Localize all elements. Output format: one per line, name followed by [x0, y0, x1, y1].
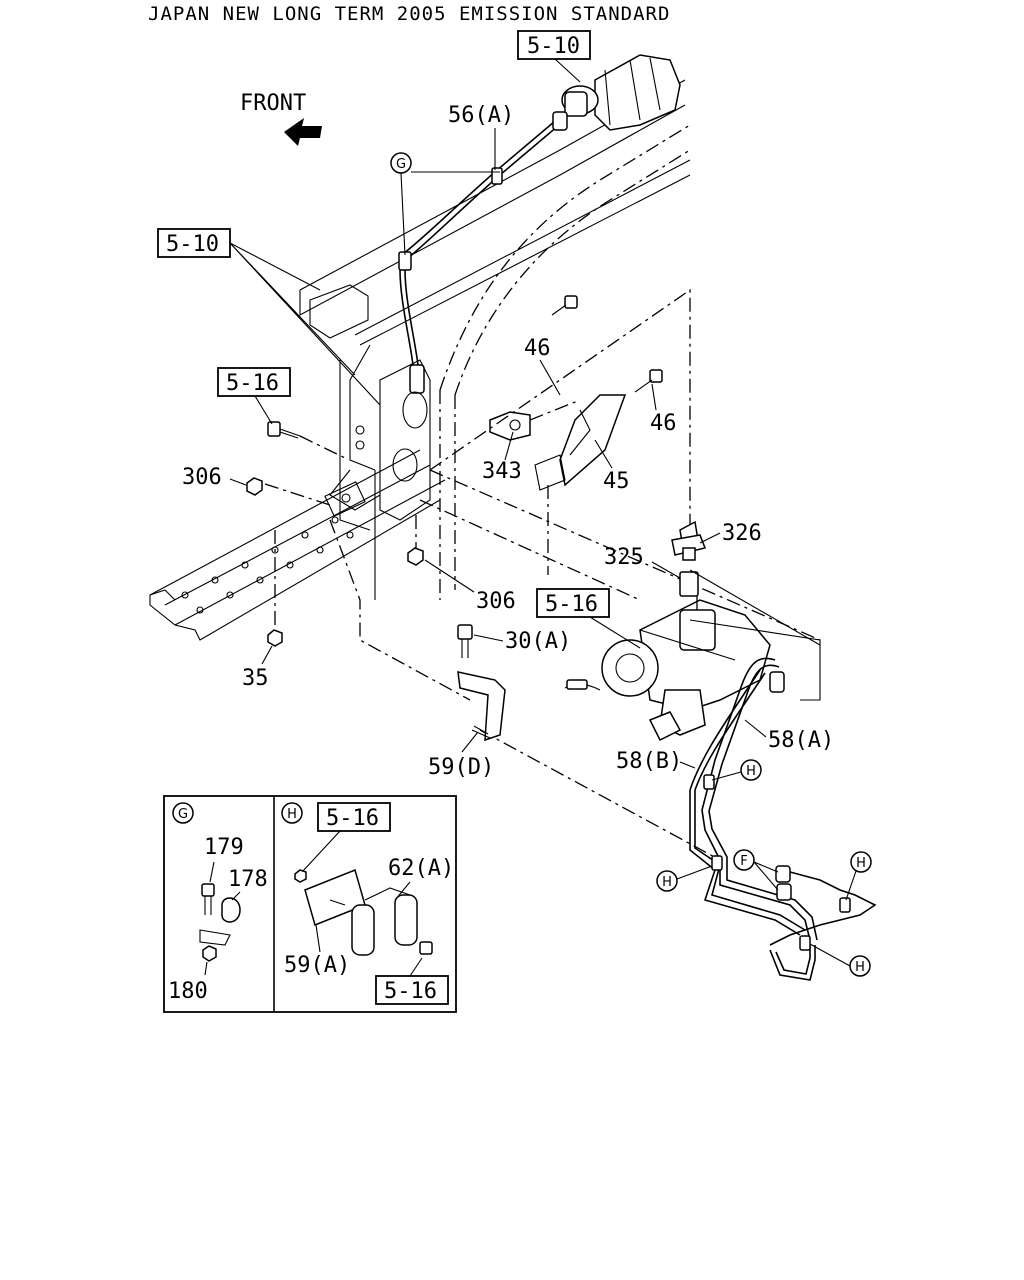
pipe-outline [689, 619, 821, 701]
label-326: 326 [722, 521, 762, 546]
front-label: FRONT [240, 91, 306, 116]
label-58a: 58(A) [768, 728, 834, 753]
clamp-178 [199, 861, 241, 976]
ref-box-516-inset-top[interactable]: 5-16 [301, 802, 391, 873]
pipe-58b [689, 669, 806, 936]
svg-text:G: G [396, 157, 406, 172]
leader-306-b [424, 559, 475, 593]
pipe-58a [701, 657, 818, 941]
leader-dash-d [329, 519, 471, 701]
svg-text:F: F [740, 854, 747, 869]
leader-dash-e [479, 729, 721, 861]
label-180: 180 [168, 979, 208, 1004]
bolt-46-a [551, 295, 578, 316]
callout-h-inset [281, 802, 303, 824]
label-343: 343 [482, 459, 522, 484]
rear-bracket [561, 54, 681, 131]
label-306-a: 306 [182, 465, 222, 490]
leader-30a [473, 634, 504, 642]
label-178: 178 [228, 867, 268, 892]
bracket-59d [457, 624, 506, 742]
label-30a: 30(A) [505, 629, 571, 654]
nut-35 [267, 530, 283, 647]
spacer-325 [679, 571, 699, 597]
label-46-b: 46 [650, 411, 677, 436]
heat-shield-45 [559, 394, 627, 487]
ref-box-516-left[interactable]: 5-16 [217, 367, 291, 425]
pipe-outline-2 [689, 569, 821, 646]
leader-58a [744, 719, 767, 738]
nut-306-left [246, 477, 331, 506]
callout-g-inset [172, 802, 194, 824]
callout-h-1: H [711, 759, 762, 781]
svg-text:H: H [287, 807, 297, 822]
label-62a: 62(A) [388, 856, 454, 881]
svg-text:H: H [662, 875, 672, 890]
label-59a: 59(A) [284, 953, 350, 978]
leader-46-b [651, 383, 657, 411]
frame-crossmember [149, 359, 446, 641]
leader-35 [261, 645, 273, 665]
leader-dash-a [429, 288, 691, 525]
svg-text:5-16: 5-16 [545, 592, 598, 617]
callout-g-main: G [390, 152, 500, 256]
callout-f-1: F [733, 849, 779, 891]
header-title: JAPAN NEW LONG TERM 2005 EMISSION STANDA… [148, 3, 670, 25]
label-179: 179 [204, 835, 244, 860]
svg-text:G: G [178, 807, 188, 822]
bolt-46-b [634, 369, 663, 393]
label-325: 325 [604, 545, 644, 570]
leader-46-a [539, 359, 561, 396]
ref-box-516-mid[interactable]: 5-16 [536, 588, 641, 649]
ref-box-510-top[interactable]: 5-10 [517, 30, 591, 83]
clip-343 [489, 399, 581, 441]
leader-306-a [229, 478, 247, 486]
leader-45 [594, 439, 613, 469]
svg-text:5-16: 5-16 [226, 371, 279, 396]
callout-h-3: H [845, 851, 872, 901]
leader-343 [504, 431, 514, 461]
bracket-62a [294, 868, 433, 956]
svg-text:H: H [746, 764, 756, 779]
label-56a: 56(A) [448, 103, 514, 128]
svg-text:5-10: 5-10 [527, 34, 580, 59]
svg-text:H: H [856, 856, 866, 871]
bolt-left [267, 421, 346, 459]
leader-dash-b [429, 469, 821, 641]
svg-text:5-10: 5-10 [166, 232, 219, 257]
label-306-b: 306 [476, 589, 516, 614]
label-58b: 58(B) [616, 749, 682, 774]
leader-59d [461, 731, 479, 753]
label-35: 35 [242, 666, 269, 691]
svg-text:5-16: 5-16 [384, 979, 437, 1004]
label-59d: 59(D) [428, 755, 494, 780]
svg-text:5-16: 5-16 [326, 806, 379, 831]
fitting-326 [671, 520, 707, 561]
ref-box-516-inset-bottom[interactable]: 5-16 [375, 957, 449, 1005]
front-arrow-icon [284, 118, 322, 146]
leader-dash-c [419, 499, 641, 601]
frame-rail-upper [299, 79, 691, 600]
leader-58b [679, 761, 696, 769]
label-45: 45 [603, 469, 630, 494]
nut-306-right [407, 515, 424, 566]
detail-inset: G 179 178 180 H 5-16 5-16 62(A) 59(A) [163, 795, 457, 1013]
pipe-loop [703, 774, 877, 981]
ref-box-510-left[interactable]: 5-10 [157, 228, 381, 406]
callout-h-2: H [656, 865, 713, 892]
bracket-43 [534, 454, 566, 575]
callout-h-4: H [809, 943, 871, 977]
svg-text:H: H [855, 960, 865, 975]
leader-325 [651, 561, 681, 579]
label-46-a: 46 [524, 336, 551, 361]
leader-326 [699, 532, 721, 544]
